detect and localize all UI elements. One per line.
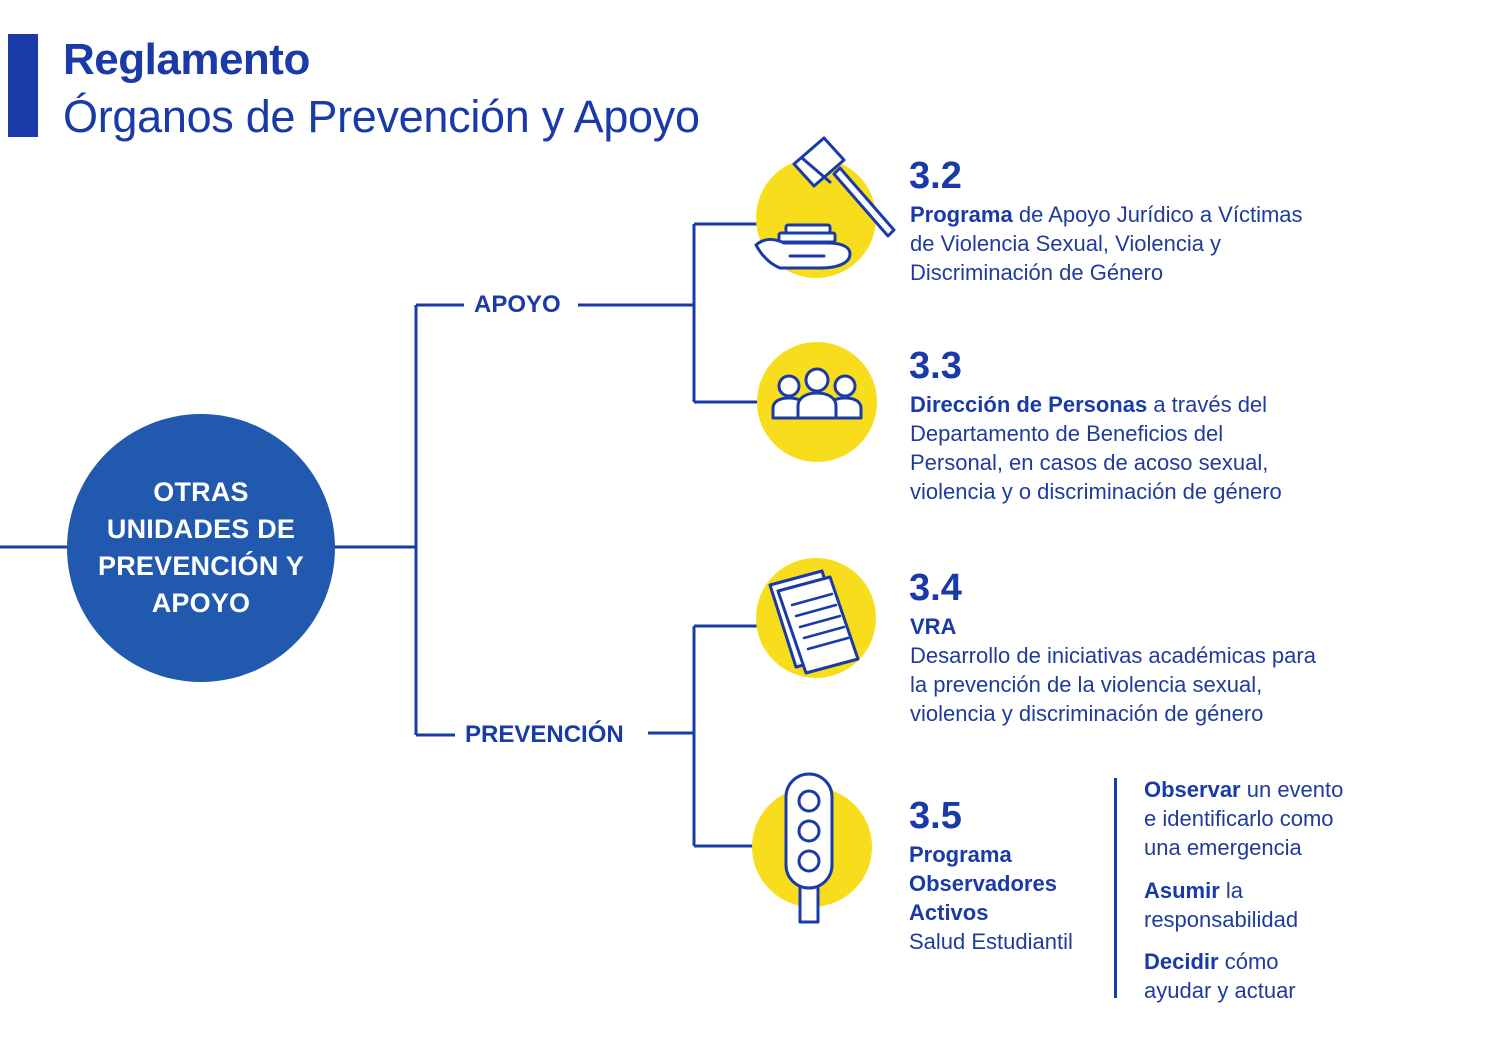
item-33-number: 3.3 [909,345,962,387]
item-35-number: 3.5 [909,795,962,837]
step-observar: Observar un evento e identificarlo como … [1144,777,1344,860]
root-node-label: OTRAS UNIDADES DE PREVENCIÓN Y APOYO [98,477,304,618]
item-33-description: Dirección de Personas a través del Depar… [910,392,1282,504]
step-decidir: Decidir cómo ayudar y actuar [1144,949,1296,1003]
item-32-description: Programa de Apoyo Jurídico a Víctimas de… [910,202,1303,285]
root-node-circle: OTRAS UNIDADES DE PREVENCIÓN Y APOYO [67,414,335,682]
page-subtitle: Órganos de Prevención y Apoyo [63,91,700,142]
page-title: Reglamento [63,35,310,84]
item-34-description: VRA Desarrollo de iniciativas académicas… [910,614,1316,726]
traffic-light-icon [784,772,834,924]
title-accent-bar [8,34,38,137]
branch-label-prevencion: PREVENCIÓN [455,720,634,750]
document-icon [768,569,860,675]
item-32-number: 3.2 [909,155,962,197]
steps-divider [1114,778,1117,998]
people-group-icon [771,367,863,420]
item-35-description: Programa Observadores Activos Salud Estu… [909,842,1073,954]
gavel-hand-icon [754,136,896,270]
item-34-number: 3.4 [909,567,962,609]
branch-label-apoyo: APOYO [464,290,571,320]
step-asumir: Asumir la responsabilidad [1144,878,1299,932]
